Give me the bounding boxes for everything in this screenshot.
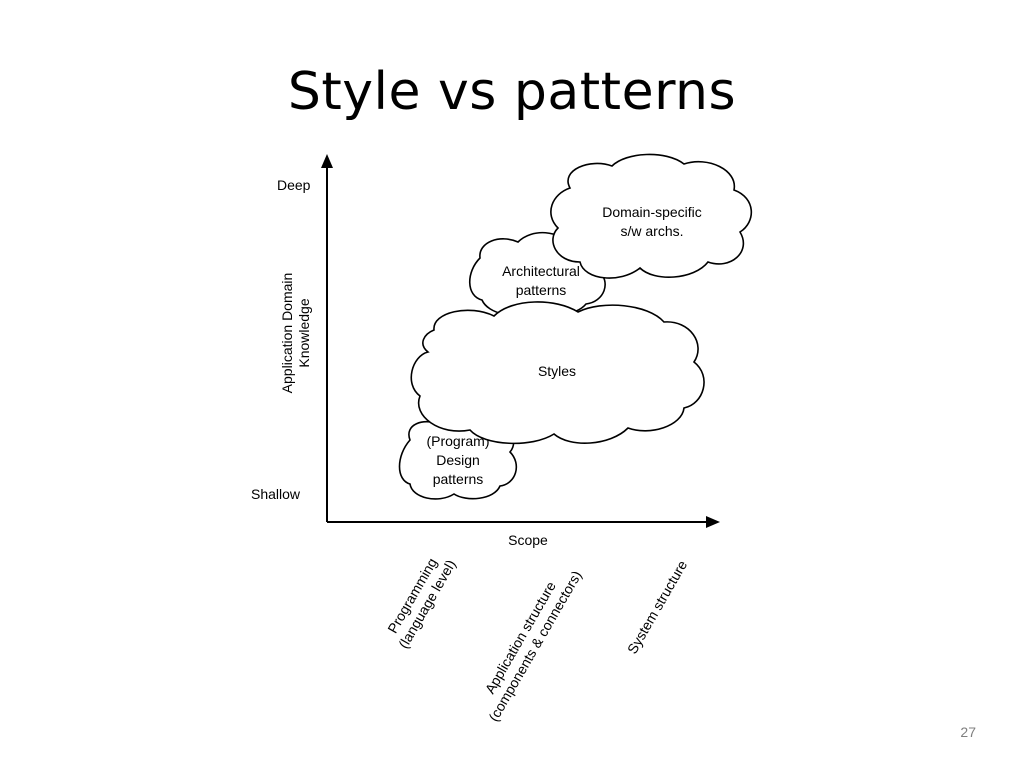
x-category-application-structure: Application structure (components & conn… <box>482 568 585 724</box>
x-axis-title: Scope <box>508 532 548 548</box>
cloud-design-patterns-line3: patterns <box>433 471 484 487</box>
y-axis-bottom-label: Shallow <box>251 486 301 502</box>
x-category-application-line2: (components & connectors) <box>485 568 584 724</box>
cloud-design-patterns-line2: Design <box>436 452 480 468</box>
page-number: 27 <box>960 724 976 740</box>
cloud-domain-specific-shape <box>550 153 753 279</box>
y-axis-arrowhead <box>321 154 333 168</box>
x-axis-arrowhead <box>706 516 720 528</box>
cloud-styles-label: Styles <box>538 363 576 379</box>
slide-title: Style vs patterns <box>287 62 737 122</box>
x-category-programming: Programming (language level) <box>384 555 458 651</box>
x-category-system-structure: System structure <box>624 557 690 656</box>
cloud-architectural-line1: Architectural <box>502 263 580 279</box>
y-axis-title: Application Domain Knowledge <box>279 273 312 394</box>
cloud-styles-shape <box>410 301 705 445</box>
cloud-architectural-line2: patterns <box>516 282 567 298</box>
y-axis-title-line2: Knowledge <box>296 298 312 367</box>
cloud-domain-specific: Domain-specific s/w archs. <box>550 153 753 279</box>
cloud-design-patterns-line1: (Program) <box>426 433 489 449</box>
cloud-domain-specific-line2: s/w archs. <box>620 223 683 239</box>
cloud-domain-specific-line1: Domain-specific <box>602 204 702 220</box>
y-axis-top-label: Deep <box>277 177 311 193</box>
x-category-system-line1: System structure <box>624 557 690 656</box>
cloud-styles: Styles <box>410 301 705 445</box>
y-axis-title-line1: Application Domain <box>279 273 295 394</box>
